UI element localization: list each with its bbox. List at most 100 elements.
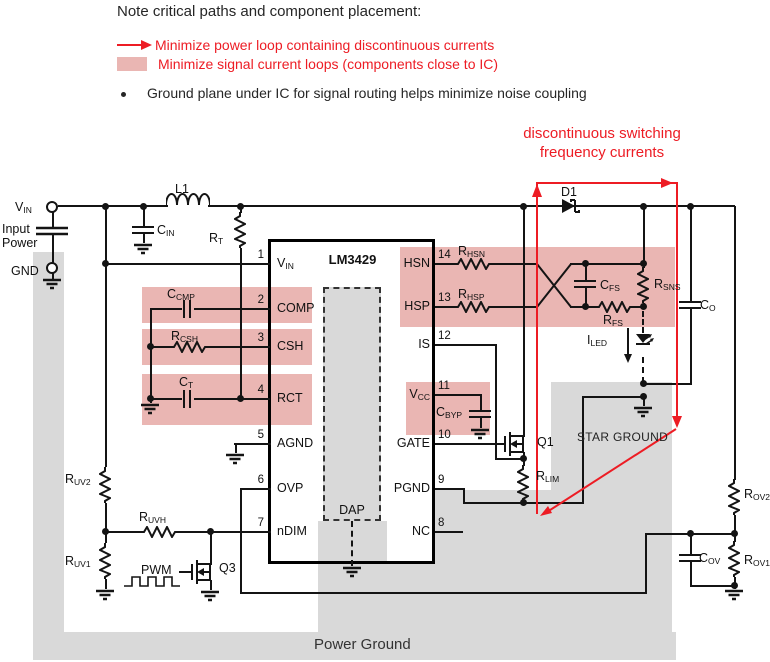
- capacitor-co-icon: [679, 301, 701, 309]
- wire: [495, 458, 524, 460]
- pin-label-hsp: HSP: [404, 299, 430, 313]
- legend-signal-loops: Minimize signal current loops (component…: [158, 56, 499, 72]
- legend-power-loop: Minimize power loop containing discontin…: [155, 37, 495, 53]
- resistor-ruvh-icon: [140, 526, 178, 538]
- pin-label-vcc: VCC: [409, 387, 430, 402]
- pin-label-agnd: AGND: [277, 436, 314, 450]
- pin-label-is: IS: [418, 337, 430, 351]
- ground-icon: [226, 453, 244, 465]
- vin-label: VIN: [15, 200, 32, 215]
- power-loop-legend-arrow-icon: [117, 44, 142, 46]
- discontinuous-note-line1: discontinuous switching: [523, 125, 681, 142]
- capacitor-ccmp-icon: [183, 300, 191, 318]
- resistor-rt-icon: [234, 212, 246, 248]
- d1-label: D1: [561, 185, 577, 199]
- wire: [240, 488, 271, 490]
- pin-number: 7: [257, 517, 264, 529]
- wire: [435, 306, 454, 308]
- cfs-label: CFS: [600, 278, 620, 293]
- pin-number: 14: [438, 249, 451, 261]
- wire: [105, 263, 270, 265]
- wire: [240, 592, 646, 594]
- ruv1-label: RUV1: [65, 554, 91, 569]
- junction-dot: [147, 343, 154, 350]
- pin-label-rct: RCT: [277, 391, 303, 405]
- wire: [210, 532, 212, 565]
- wire: [582, 396, 584, 504]
- cov-label: COV: [699, 551, 721, 566]
- pin-number: 3: [257, 332, 264, 344]
- wire: [194, 308, 270, 310]
- resistor-rcsh-icon: [170, 341, 208, 353]
- wire: [179, 571, 187, 573]
- power-loop-legend-arrowhead-icon: [141, 40, 152, 50]
- wire: [435, 443, 500, 445]
- junction-dot: [520, 499, 527, 506]
- wire: [690, 535, 692, 555]
- pwm-label: PWM: [141, 563, 172, 577]
- wire: [463, 488, 465, 504]
- ground-icon: [141, 403, 159, 415]
- capacitor-cov-icon: [679, 554, 701, 562]
- pin-number: 2: [257, 294, 264, 306]
- wire: [208, 205, 735, 207]
- iled-label: ILED: [587, 333, 608, 348]
- wire: [690, 308, 692, 385]
- pin-label-comp: COMP: [277, 301, 315, 315]
- ground-icon: [43, 278, 61, 290]
- junction-dot: [687, 203, 694, 210]
- junction-dot: [582, 260, 589, 267]
- wire: [690, 561, 692, 587]
- wire: [492, 306, 538, 308]
- wire: [105, 206, 107, 265]
- wire: [495, 344, 497, 460]
- wire: [235, 444, 237, 453]
- resistor-rov1-icon: [728, 541, 740, 577]
- resistor-rhsn-icon: [454, 258, 492, 270]
- junction-dot: [582, 303, 589, 310]
- pin-number: 10: [438, 429, 451, 441]
- rhsn-label: RHSN: [458, 244, 485, 259]
- wire: [52, 234, 54, 264]
- ground-plane-right: [435, 490, 672, 632]
- wire: [643, 383, 691, 385]
- bullet-icon: [121, 92, 126, 97]
- pin-label-pgnd: PGND: [393, 481, 430, 495]
- l1-label: L1: [175, 182, 189, 196]
- gnd-terminal: [46, 262, 58, 274]
- pin-label-nc: NC: [411, 524, 430, 538]
- mosfet-q3-icon: [186, 560, 211, 584]
- wire: [435, 263, 454, 265]
- resistor-rsns-icon: [637, 267, 649, 303]
- wire: [52, 272, 54, 279]
- ruv2-label: RUV2: [65, 472, 91, 487]
- resistor-ruv1-icon: [99, 543, 111, 579]
- ground-icon: [96, 589, 114, 601]
- wire: [734, 206, 736, 480]
- ground-icon: [471, 428, 489, 440]
- pin-label-gate: GATE: [396, 436, 430, 450]
- wire: [58, 205, 168, 207]
- cbyp-label: CBYP: [436, 405, 463, 420]
- dap-ground-stem: [351, 521, 353, 566]
- junction-dot: [237, 203, 244, 210]
- ground-icon: [634, 406, 652, 418]
- wire: [480, 417, 482, 428]
- resistor-ruv2-icon: [99, 467, 111, 503]
- wire: [143, 233, 145, 243]
- pin-label-hsn: HSN: [403, 256, 430, 270]
- wire: [645, 533, 647, 594]
- junction-dot: [237, 395, 244, 402]
- rfs-label: RFS: [603, 313, 623, 328]
- wire: [240, 248, 242, 400]
- ground-icon: [343, 566, 361, 578]
- ground-icon: [201, 590, 219, 602]
- junction-dot: [687, 530, 694, 537]
- input-power-label-2: Power: [2, 236, 38, 250]
- ground-icon: [725, 589, 743, 601]
- vin-terminal: [46, 201, 58, 213]
- pin-number: 13: [438, 292, 451, 304]
- junction-dot: [640, 260, 647, 267]
- signal-loop-legend-swatch: [117, 57, 147, 71]
- wire: [143, 206, 145, 227]
